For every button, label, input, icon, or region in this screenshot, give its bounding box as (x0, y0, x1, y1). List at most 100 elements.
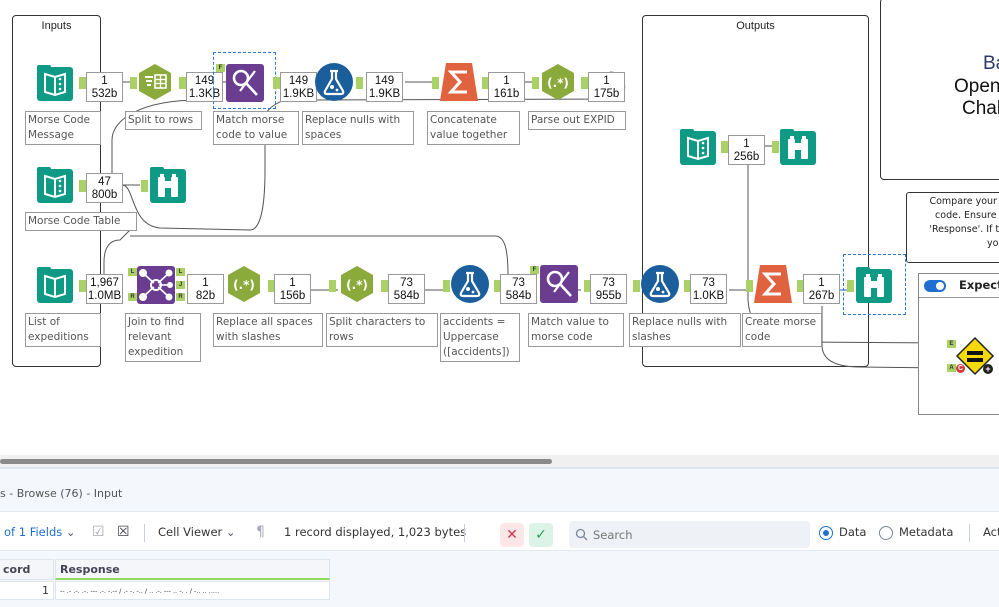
output-anchor[interactable] (179, 77, 186, 89)
summarize-icon[interactable] (754, 265, 792, 303)
input-data-icon[interactable] (36, 266, 74, 304)
deselect-fields-icon[interactable]: ☒ (117, 524, 130, 540)
input-anchor[interactable] (432, 77, 439, 89)
fields-selector[interactable]: of 1 Fields ⌄ (4, 512, 76, 552)
check-icon[interactable]: ✓ (529, 523, 553, 547)
find-anchor[interactable]: F (216, 64, 225, 72)
output-anchor[interactable] (581, 77, 588, 89)
output-anchor[interactable] (381, 280, 388, 292)
input-anchor[interactable] (532, 77, 539, 89)
formula-icon[interactable] (451, 265, 489, 303)
join-output-anchor[interactable]: J (176, 281, 185, 289)
browse-icon[interactable] (855, 266, 893, 304)
cell-viewer-dropdown[interactable]: Cell Viewer ⌄ (158, 512, 236, 552)
text-to-columns-icon[interactable] (136, 63, 174, 101)
input-anchor[interactable] (746, 280, 753, 292)
join-right-input-anchor[interactable]: R (128, 293, 137, 301)
tool-label[interactable]: Morse Code Table (25, 212, 137, 231)
regex-icon[interactable]: (.*) (539, 63, 577, 101)
find-anchor[interactable]: F (530, 266, 539, 274)
actions-menu[interactable]: Act (983, 525, 999, 539)
input-anchor[interactable] (847, 280, 854, 292)
search-input[interactable] (593, 521, 803, 548)
output-anchor[interactable] (79, 180, 86, 192)
search-field[interactable] (569, 521, 810, 548)
regex-icon[interactable]: (.*) (225, 265, 263, 303)
response-cell[interactable]: -- .- .-. .-. --- .-. -.-- / .- -. -.. /… (55, 581, 330, 600)
join-right-output-anchor[interactable]: R (176, 293, 185, 301)
output-anchor[interactable] (356, 77, 363, 89)
comment-box[interactable]: Compare your co code. Ensure yo 'Respons… (906, 192, 999, 263)
input-anchor[interactable] (329, 280, 336, 292)
output-anchor[interactable] (79, 280, 86, 292)
close-icon[interactable]: ✕ (500, 523, 524, 547)
pilcrow-icon[interactable]: ¶ (256, 524, 265, 540)
container-toggle[interactable] (924, 280, 946, 292)
metadata-radio-label[interactable]: Metadata (899, 525, 954, 539)
select-all-fields-icon[interactable]: ☑ (92, 524, 105, 540)
expect-test-container[interactable]: Expect E A C + (918, 273, 999, 415)
tool-label[interactable]: accidents =Uppercase([accidents]) (440, 313, 520, 362)
join-icon[interactable] (137, 266, 175, 304)
data-radio-label[interactable]: Data (839, 525, 867, 539)
svg-text:(.*): (.*) (346, 278, 368, 292)
output-anchor[interactable] (273, 77, 280, 89)
actual-input-anchor[interactable]: A (947, 364, 956, 372)
join-left-output-anchor[interactable]: L (176, 268, 185, 276)
output-anchor[interactable] (79, 77, 86, 89)
container-title: Inputs (41, 20, 72, 32)
output-anchor[interactable] (721, 141, 728, 153)
add-icon[interactable]: + (983, 364, 993, 374)
input-data-icon[interactable] (36, 166, 74, 204)
browse-icon[interactable] (779, 128, 817, 166)
expected-input-anchor[interactable]: E (947, 340, 956, 348)
summarize-icon[interactable] (440, 63, 478, 101)
regex-icon[interactable]: (.*) (338, 265, 376, 303)
input-anchor[interactable] (772, 141, 779, 153)
column-header-response[interactable]: Response (55, 559, 330, 580)
workflow-canvas[interactable]: Inputs Outputs Ba Open Chal (0, 0, 999, 455)
data-radio[interactable] (819, 526, 833, 540)
container-title: Outputs (736, 20, 775, 32)
output-anchor[interactable] (482, 77, 489, 89)
output-anchor[interactable] (684, 280, 691, 292)
tool-label[interactable]: Split to rows (125, 111, 202, 130)
formula-icon[interactable] (315, 63, 353, 101)
input-data-icon[interactable] (679, 128, 717, 166)
output-anchor[interactable] (494, 280, 501, 292)
join-left-input-anchor[interactable]: L (128, 268, 137, 276)
input-anchor[interactable] (130, 77, 137, 89)
find-replace-icon[interactable] (226, 64, 264, 102)
metadata-radio[interactable] (879, 526, 893, 540)
input-data-icon[interactable] (36, 64, 74, 102)
input-anchor[interactable] (633, 280, 640, 292)
column-header-record[interactable]: cord (0, 559, 54, 580)
scrollbar-thumb[interactable] (0, 459, 552, 464)
container-outputs[interactable]: Outputs (642, 15, 869, 367)
find-replace-icon[interactable] (540, 265, 578, 303)
output-anchor[interactable] (268, 280, 275, 292)
input-anchor[interactable] (443, 280, 450, 292)
tool-label[interactable]: Parse out EXPID (528, 111, 626, 130)
output-anchor[interactable] (584, 280, 591, 292)
formula-icon[interactable] (641, 265, 679, 303)
input-anchor[interactable] (141, 180, 148, 192)
output-anchor[interactable] (797, 280, 804, 292)
browse-icon[interactable] (149, 166, 187, 204)
